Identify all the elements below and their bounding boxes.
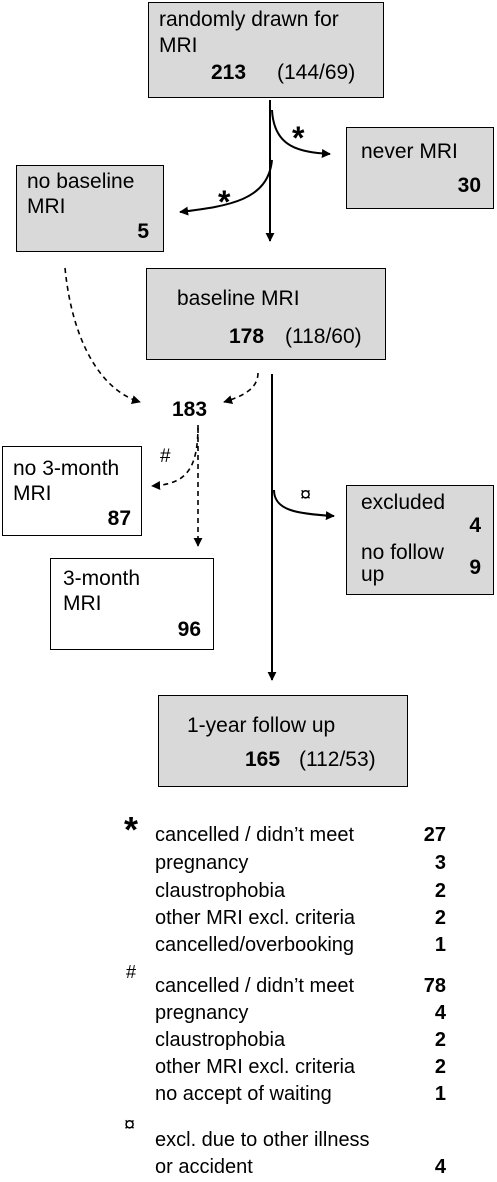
arrow-no-baseline-to-merge [64, 267, 141, 404]
no-3month-line2: MRI [13, 482, 52, 505]
no-follow-count: 9 [469, 556, 481, 579]
legend-item: claustrophobia [155, 1029, 286, 1051]
excluded-label: excluded [361, 491, 446, 514]
no-follow-label-2: up [361, 563, 385, 586]
no-follow-label: no follow [361, 541, 444, 564]
followup-count: 165 [245, 748, 281, 771]
no-3month-count: 87 [107, 507, 131, 530]
random-box: randomly drawn for MRI 213 (144/69) [148, 2, 384, 98]
excluded-count: 4 [469, 514, 481, 537]
no-baseline-box: no baseline MRI 5 [16, 165, 164, 252]
legend-count: 3 [434, 852, 446, 874]
legend-count: 2 [434, 1056, 446, 1078]
legend-item: other MRI excl. criteria [155, 907, 356, 929]
legend-item: cancelled / didn’t meet [155, 975, 355, 997]
arrow-to-no-baseline [179, 159, 273, 216]
star-marker-never: * [292, 120, 305, 156]
legend-count: 2 [434, 1029, 446, 1051]
3month-line1: 3-month [63, 567, 141, 590]
arrow-merge-to-no-3month [151, 424, 199, 491]
legend-currency-symbol: ¤ [124, 1114, 136, 1136]
legend-item: cancelled / didn’t meet [155, 824, 355, 846]
legend-count: 27 [423, 824, 446, 846]
legend-item: no accept of waiting [155, 1083, 332, 1105]
arrow-to-excluded [273, 489, 335, 521]
legend-count: 1 [434, 1083, 446, 1105]
3month-line2: MRI [63, 592, 102, 615]
legend-item: other MRI excl. criteria [155, 1056, 356, 1078]
never-mri-label: never MRI [361, 140, 458, 163]
legend-count: 2 [434, 880, 446, 902]
legend-count: 2 [434, 907, 446, 929]
3month-count: 96 [177, 618, 201, 641]
random-line2: MRI [159, 34, 198, 57]
legend-hash-symbol: # [126, 962, 137, 982]
no-3month-box: no 3-month MRI 87 [2, 446, 142, 536]
never-mri-count: 30 [457, 174, 481, 197]
legend-star-symbol: * [124, 809, 139, 850]
no-3month-line1: no 3-month [13, 457, 120, 480]
followup-box: 1-year follow up 165 (112/53) [158, 695, 408, 787]
followup-split: (112/53) [299, 748, 376, 771]
legend-item: excl. due to other illness [155, 1129, 370, 1151]
legend-item: cancelled/overbooking [155, 934, 355, 956]
baseline-label: baseline MRI [177, 287, 300, 310]
legend-item: or accident [155, 1156, 253, 1178]
hash-marker: # [160, 446, 171, 467]
no-baseline-line2: MRI [27, 195, 66, 218]
random-split: (144/69) [277, 61, 356, 84]
baseline-split: (118/60) [285, 325, 362, 348]
arrow-baseline-to-merge [223, 372, 259, 404]
legend-item: pregnancy [155, 852, 249, 874]
random-line1: randomly drawn for [159, 8, 339, 31]
baseline-mri-box: baseline MRI 178 (118/60) [146, 268, 386, 360]
legend-item: claustrophobia [155, 880, 286, 902]
never-mri-box: never MRI 30 [346, 127, 494, 209]
legend-count: 78 [423, 975, 446, 997]
arrow-to-never-mri [271, 109, 331, 158]
star-marker-nobaseline: * [218, 184, 231, 220]
merge-count: 183 [172, 398, 208, 421]
random-count: 213 [211, 61, 247, 84]
legend-count: 4 [434, 1002, 446, 1024]
legend-item: pregnancy [155, 1002, 249, 1024]
3month-box: 3-month MRI 96 [50, 558, 214, 650]
no-baseline-line1: no baseline [27, 170, 135, 193]
no-baseline-count: 5 [137, 220, 149, 243]
legend-count: 4 [434, 1156, 446, 1178]
currency-marker: ¤ [300, 484, 312, 506]
baseline-count: 178 [229, 325, 265, 348]
excluded-box: excluded 4 no follow up 9 [346, 485, 494, 595]
legend-count: 1 [434, 934, 446, 956]
followup-label: 1-year follow up [187, 714, 336, 737]
